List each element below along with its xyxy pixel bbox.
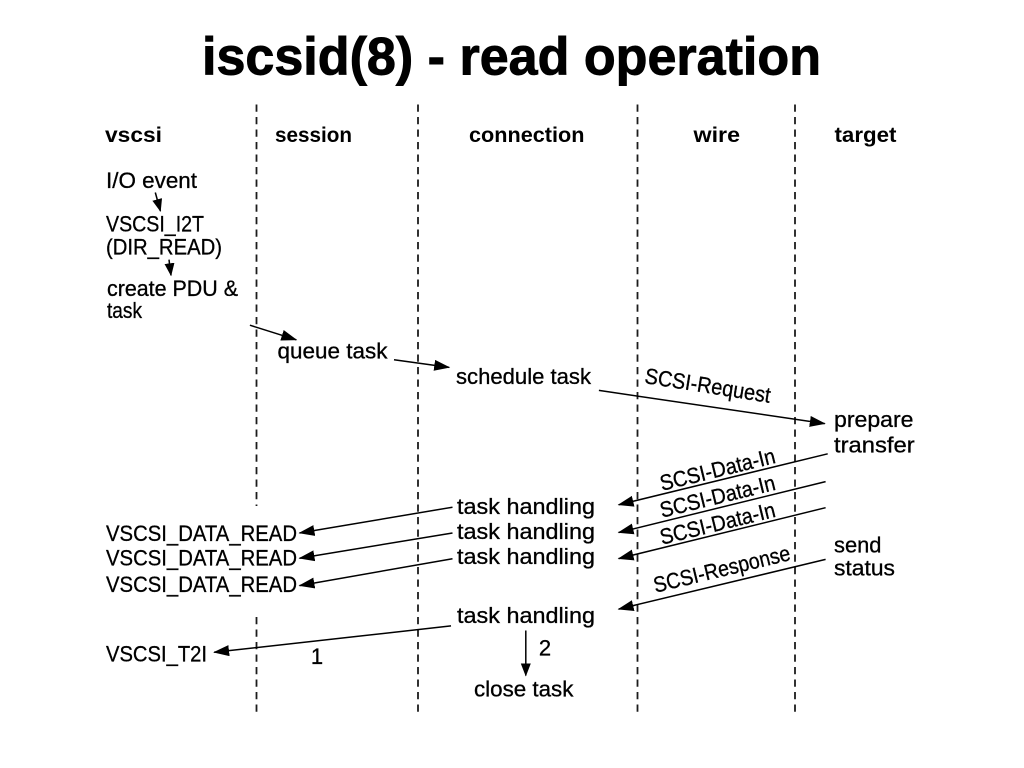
svg-text:task handling: task handling bbox=[457, 544, 595, 569]
svg-text:send: send bbox=[834, 533, 882, 558]
svg-text:(DIR_READ): (DIR_READ) bbox=[106, 235, 222, 260]
svg-text:task handling: task handling bbox=[457, 494, 595, 519]
svg-text:VSCSI_I2T: VSCSI_I2T bbox=[106, 212, 204, 237]
svg-text:I/O event: I/O event bbox=[106, 168, 197, 193]
svg-text:2: 2 bbox=[539, 636, 551, 661]
svg-text:close task: close task bbox=[474, 677, 574, 702]
svg-text:1: 1 bbox=[311, 644, 323, 669]
svg-text:task: task bbox=[107, 298, 143, 323]
svg-text:target: target bbox=[835, 124, 897, 147]
svg-text:connection: connection bbox=[469, 124, 585, 147]
svg-text:vscsi: vscsi bbox=[105, 124, 162, 147]
svg-text:VSCSI_T2I: VSCSI_T2I bbox=[106, 642, 207, 667]
svg-text:task handling: task handling bbox=[457, 519, 595, 544]
svg-text:VSCSI_DATA_READ: VSCSI_DATA_READ bbox=[106, 546, 297, 571]
svg-text:VSCSI_DATA_READ: VSCSI_DATA_READ bbox=[106, 572, 297, 597]
svg-text:task handling: task handling bbox=[457, 603, 595, 628]
svg-text:status: status bbox=[834, 555, 895, 580]
svg-text:prepare: prepare bbox=[834, 407, 914, 432]
svg-text:queue task: queue task bbox=[278, 339, 389, 364]
svg-text:transfer: transfer bbox=[834, 432, 915, 457]
svg-text:VSCSI_DATA_READ: VSCSI_DATA_READ bbox=[106, 521, 297, 546]
svg-text:iscsid(8) - read operation: iscsid(8) - read operation bbox=[202, 28, 821, 87]
svg-text:schedule task: schedule task bbox=[456, 364, 592, 389]
svg-text:create PDU &: create PDU & bbox=[107, 276, 238, 301]
svg-text:wire: wire bbox=[692, 124, 740, 147]
svg-text:session: session bbox=[275, 124, 352, 147]
